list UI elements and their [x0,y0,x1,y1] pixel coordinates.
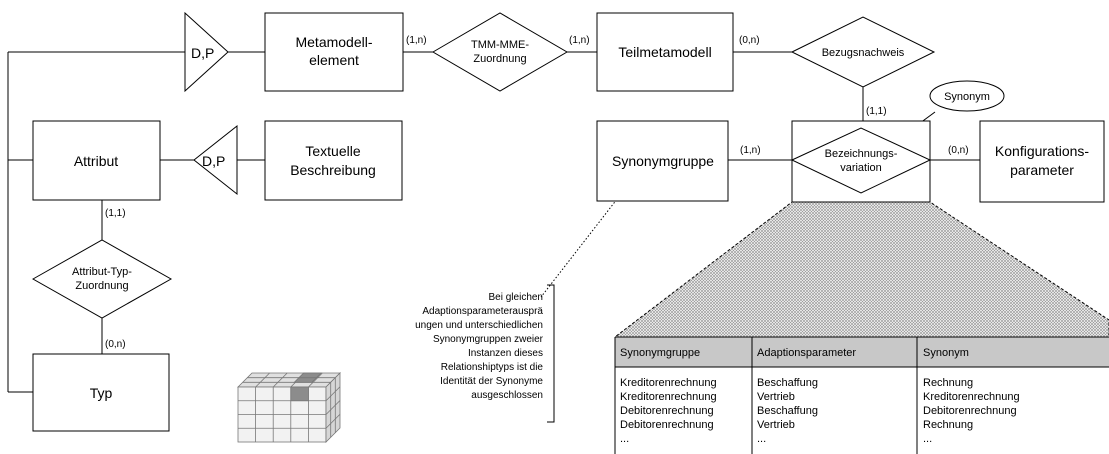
note-line: Bei gleichen [489,292,543,303]
entity-konfigurationsparameter [979,120,1105,203]
table-cell: Kreditorenrechnung [620,377,717,389]
entity-synonymgruppe-label: Synonymgruppe [612,153,714,169]
generalization-top-label: D,P [191,45,214,61]
entity-konfigurationsparameter-label-1: Konfigurations- [995,143,1090,159]
cardinality-mme-tmm: (1,n) [406,35,427,46]
table-cell: Beschaffung [757,377,818,389]
note-line: ungen und unterschiedlichen [415,320,543,331]
table-header: Adaptionsparameter [757,347,856,359]
relationship-tmm-mme-label-2: Zuordnung [473,53,526,65]
note-text: Bei gleichen Adaptionsparameterausprä un… [415,292,544,401]
note-line: Instanzen dieses [468,348,543,359]
table-cell: Rechnung [923,377,973,389]
data-cube-icon [237,372,341,443]
cardinality-rel-typ: (0,n) [105,339,126,350]
entity-metamodellelement-label-1: Metamodell- [295,34,372,50]
note-connector [540,193,622,423]
entity-typ [32,353,170,432]
entity-teilmetamodell-label: Teilmetamodell [618,44,711,60]
cardinality-variation-konfig: (0,n) [948,145,969,156]
table-cell: Beschaffung [757,405,818,417]
entity-textuelle-beschreibung [264,120,403,201]
entity-textuelle-beschreibung-label-2: Beschreibung [290,162,376,178]
table-header: Synonymgruppe [620,347,700,359]
generalization-triangle-middle [193,124,238,196]
table-cell: Debitorenrechnung [620,405,714,417]
table-cell: ... [757,433,766,445]
table-header: Synonym [923,347,969,359]
table-cell: ... [620,433,629,445]
relationship-bezugsnachweis [790,16,936,88]
entity-synonymgruppe [596,120,729,202]
table-cell: Vertrieb [757,391,795,403]
note-line: Adaptionsparameterausprä [422,306,543,317]
table-cell: Rechnung [923,419,973,431]
note-line: Identität der Synonyme [440,376,543,387]
note-line: ausgeschlossen [471,390,543,401]
table-header-bg [615,337,1109,367]
note-line: Relationshiptyps ist die [441,362,544,373]
relationship-bezeichnungsvariation [790,127,932,194]
cardinality-bezug-variation: (1,1) [866,106,887,117]
cardinality-attribut-rel: (1,1) [105,208,126,219]
relationship-attribut-typ-label-1: Attribut-Typ- [72,266,132,278]
connector-lines [7,51,980,393]
table-cell: Vertrieb [757,419,795,431]
entity-konfigurationsparameter-label-2: parameter [1010,162,1074,178]
entity-attribut [32,120,161,201]
table-cell: ... [923,433,932,445]
entity-textuelle-beschreibung-label-1: Textuelle [305,143,360,159]
entity-typ-label: Typ [90,385,113,401]
table-cell: Kreditorenrechnung [620,391,717,403]
attribute-synonym-label: Synonym [944,91,990,103]
relationship-table: Synonymgruppe Adaptionsparameter Synonym… [614,336,1109,454]
entity-metamodellelement-label-2: element [309,52,359,68]
entity-metamodellelement [264,12,404,92]
note-line: Synonymgruppen zweier [433,334,544,345]
table-cell: Kreditorenrechnung [923,391,1020,403]
entity-attribut-label: Attribut [74,153,118,169]
entity-teilmetamodell [596,12,734,92]
table-cell: Debitorenrechnung [620,419,714,431]
table-cell: Debitorenrechnung [923,405,1017,417]
attribute-synonym-ellipse [929,80,1005,112]
cardinality-teil-bezug: (0,n) [739,35,760,46]
relationship-bezeichnungsvariation-label-1: Bezeichnungs- [825,148,898,160]
relationship-tmm-mme-label-1: TMM-MME- [471,39,529,51]
cardinality-syn-variation: (1,n) [740,145,761,156]
generalization-triangle-top [184,11,229,93]
zoom-projection [613,201,1109,338]
relationship-bezeichnungsvariation-label-2: variation [840,162,882,174]
relationship-bezugsnachweis-label: Bezugsnachweis [822,47,905,59]
relationship-attribut-typ [31,239,173,319]
generalization-middle-label: D,P [202,153,225,169]
relationship-tmm-mme [432,12,568,92]
relationship-attribut-typ-label-2: Zuordnung [75,280,128,292]
cardinality-tmm-teil: (1,n) [569,35,590,46]
